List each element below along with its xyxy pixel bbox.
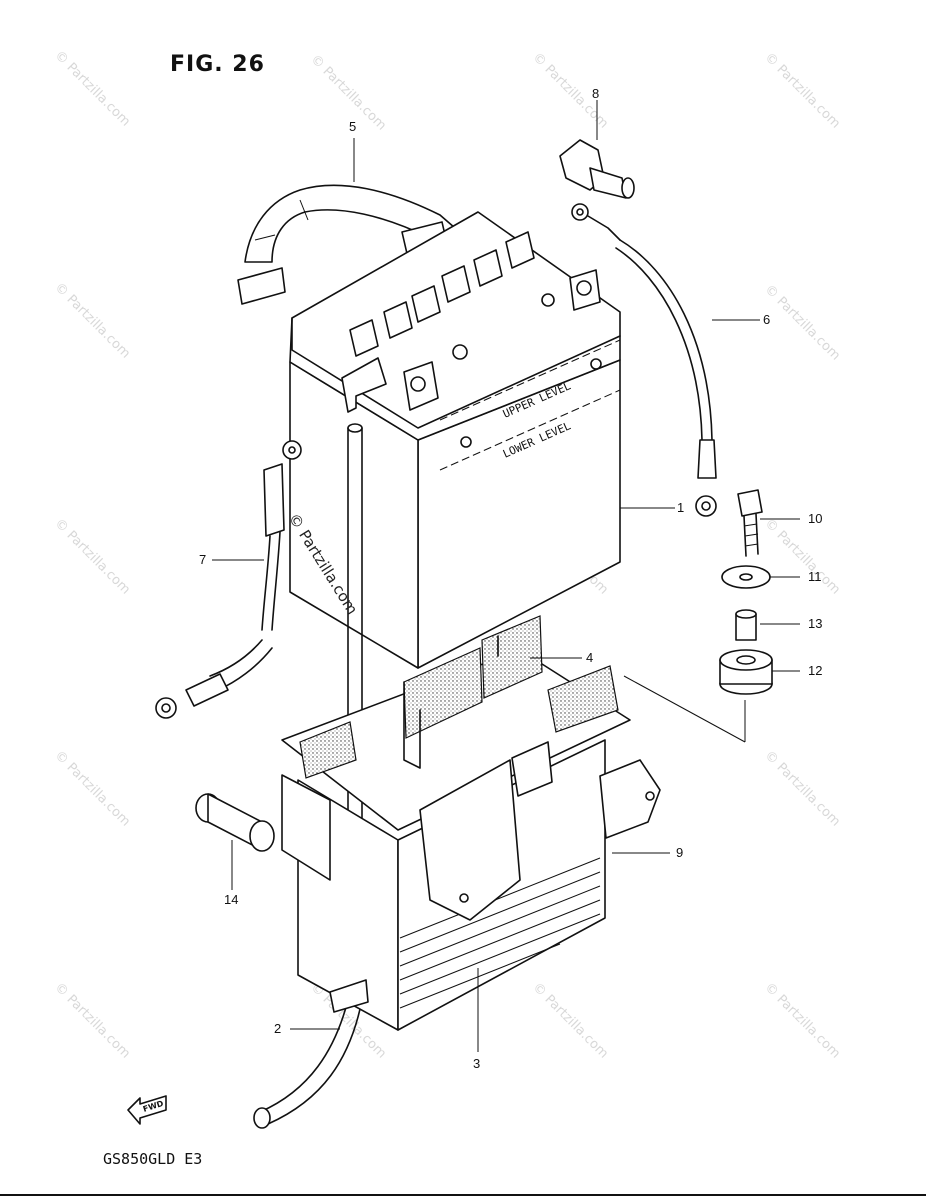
callout-9: 9 [676, 845, 684, 860]
callout-7: 7 [199, 552, 207, 567]
figure-title: FIG. 26 [170, 52, 265, 77]
terminal-cover-part [559, 139, 635, 199]
cushion-pad-part [403, 615, 543, 769]
battery-case-part [281, 649, 661, 1031]
bolt-part [737, 489, 763, 557]
callout-12: 12 [808, 663, 823, 678]
leader-lines [212, 100, 800, 1052]
callout-5: 5 [349, 119, 357, 134]
callout-10: 10 [808, 511, 823, 526]
callout-11: 11 [808, 569, 822, 584]
grommet-part [719, 649, 773, 695]
washer-part [721, 565, 771, 589]
bottom-divider [0, 1194, 926, 1196]
callout-6: 6 [763, 312, 771, 327]
forward-arrow: FWD [127, 1095, 167, 1125]
callout-8: 8 [592, 86, 600, 101]
negative-lead-part [155, 440, 302, 719]
spacer-pin-part [195, 793, 275, 852]
model-code: GS850GLD E3 [103, 1150, 203, 1168]
callout-3: 3 [473, 1056, 481, 1071]
callout-13: 13 [808, 616, 823, 631]
positive-lead-part [571, 203, 717, 517]
callout-2: 2 [274, 1021, 282, 1036]
callout-1: 1 [677, 500, 685, 515]
battery-part: UPPER LEVEL LOWER LEVEL [289, 211, 621, 669]
collar-part [735, 609, 757, 641]
callout-4: 4 [586, 650, 594, 665]
callout-14: 14 [224, 892, 239, 907]
